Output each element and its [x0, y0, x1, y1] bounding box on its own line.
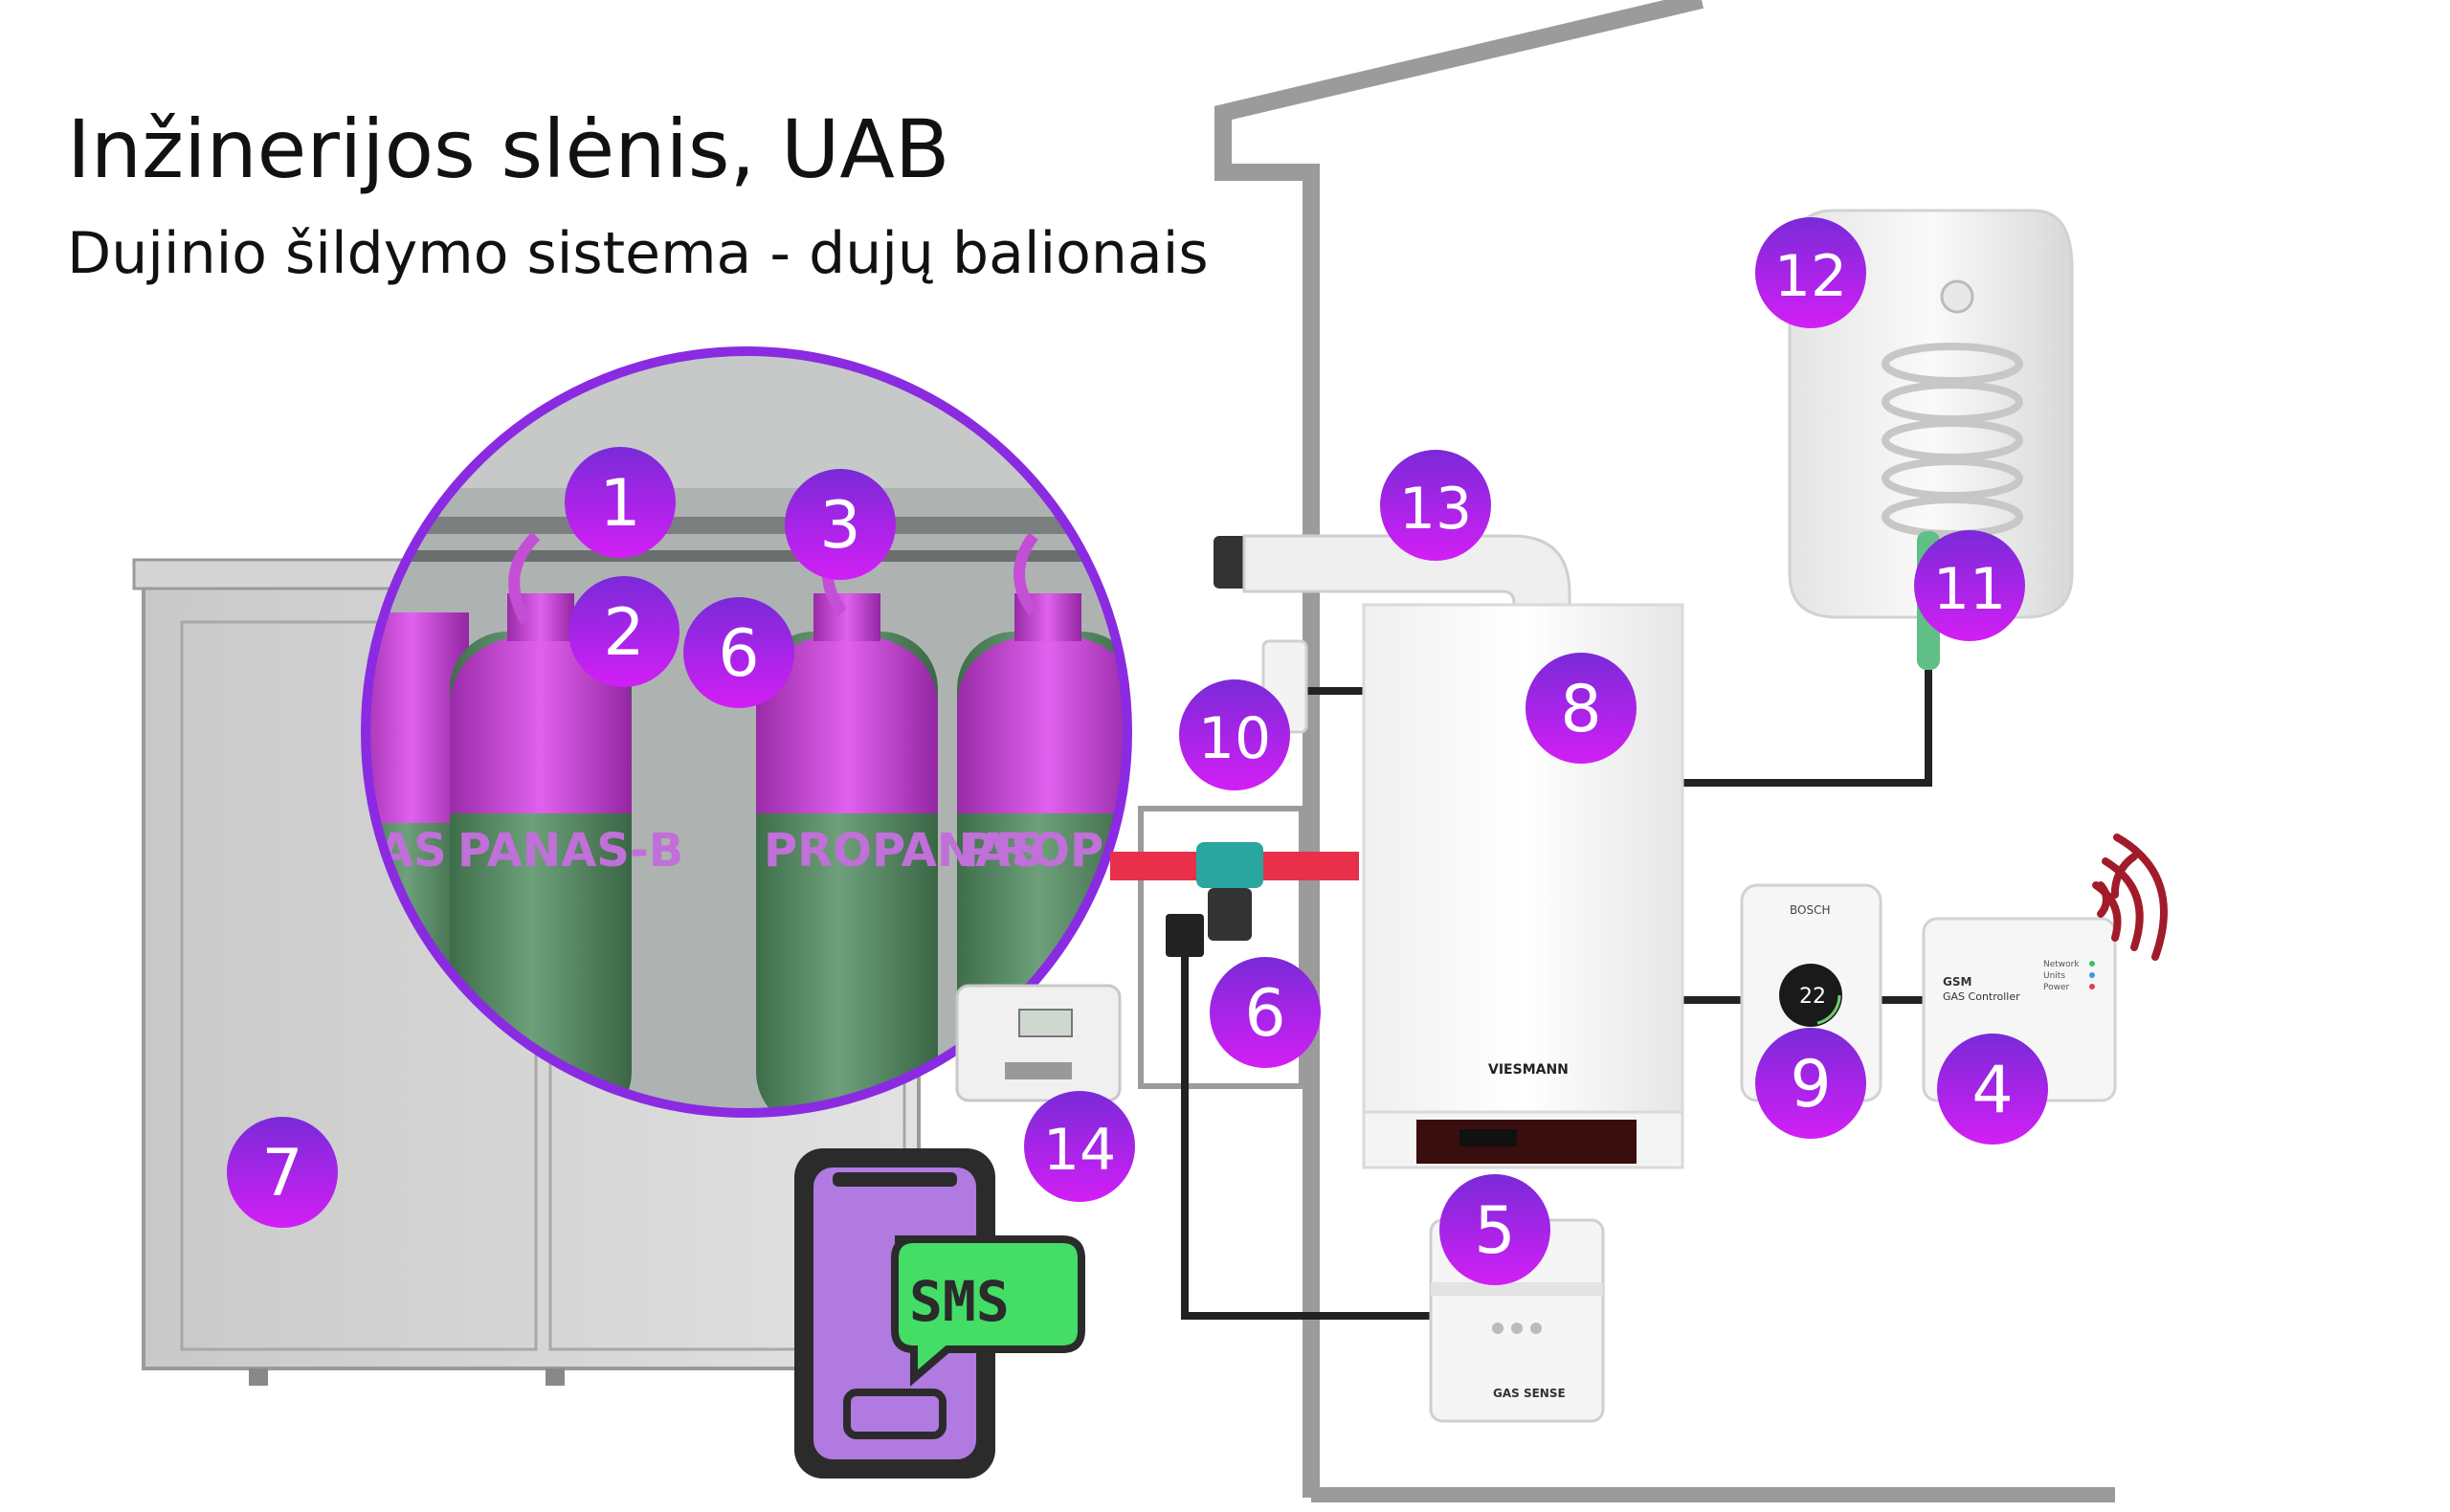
badge-circle	[1526, 653, 1637, 764]
badge-number: 4	[1971, 1053, 2013, 1128]
phone-sms-icon: SMS	[794, 1148, 1085, 1479]
number-badge-4: 4	[1937, 1034, 2048, 1145]
badge-circle	[565, 447, 676, 558]
badge-number: 5	[1474, 1193, 1515, 1269]
gsm-title: GSM	[1943, 975, 1971, 989]
badge-circle	[1380, 450, 1491, 561]
gas-sense-label: GAS SENSE	[1493, 1387, 1566, 1400]
badge-circle	[568, 576, 679, 687]
gsm-subtitle: GAS Controller	[1943, 990, 2020, 1003]
badge-circle	[1755, 217, 1866, 328]
page-title: Inžinerijos slėnis, UAB	[67, 102, 950, 196]
page-subtitle: Dujinio šildymo sistema - dujų balionais	[67, 220, 1209, 287]
gsm-led-label: Power	[2043, 983, 2070, 992]
badge-number: 13	[1399, 476, 1472, 543]
badge-circle	[1210, 957, 1321, 1068]
gsm-led-label: Units	[2043, 971, 2065, 981]
badge-number: 1	[599, 466, 640, 542]
solenoid-valve-icon	[1166, 842, 1263, 957]
badge-number: 9	[1790, 1047, 1831, 1123]
number-badge-12: 12	[1755, 217, 1866, 328]
badge-number: 6	[718, 616, 759, 692]
wireless-signal-icon	[2092, 834, 2168, 961]
thermostat-temp: 22	[1799, 985, 1826, 1009]
number-badge-13: 13	[1380, 450, 1491, 561]
badge-number: 3	[819, 488, 860, 564]
number-badge-11: 11	[1914, 530, 2025, 641]
boiler-brand: VIESMANN	[1488, 1062, 1569, 1078]
badge-circle	[1179, 679, 1290, 790]
badge-circle	[1439, 1174, 1550, 1285]
number-badge-3: 3	[785, 469, 896, 580]
badge-circle	[227, 1117, 338, 1228]
badge-number: 12	[1774, 243, 1847, 310]
cylinder-label: PANAS-B	[457, 824, 683, 878]
badge-number: 2	[603, 595, 644, 671]
number-badge-8: 8	[1526, 653, 1637, 764]
number-badge-2: 2	[568, 576, 679, 687]
water-heater-tank	[1788, 209, 2074, 670]
number-badge-10: 10	[1179, 679, 1290, 790]
badge-circle	[785, 469, 896, 580]
control-wires	[1181, 670, 1932, 1320]
badge-number: 6	[1244, 976, 1285, 1052]
badge-circle	[1024, 1091, 1135, 1202]
thermostat-brand: BOSCH	[1790, 903, 1831, 917]
badge-circle	[1937, 1034, 2048, 1145]
badge-number: 14	[1043, 1117, 1116, 1184]
badge-number: 8	[1560, 672, 1601, 747]
gas-meter	[955, 984, 1122, 1102]
number-badge-14: 14	[1024, 1091, 1135, 1202]
number-badge-5: 5	[1439, 1174, 1550, 1285]
number-badge-6b: 6	[1210, 957, 1321, 1068]
gas-boiler: VIESMANN	[1362, 603, 1684, 1169]
number-badge-6a: 6	[683, 597, 794, 708]
gsm-led-label: Network	[2043, 960, 2080, 969]
number-badge-1: 1	[565, 447, 676, 558]
valve-frame	[1138, 806, 1304, 1089]
number-badge-9: 9	[1755, 1028, 1866, 1139]
badge-number: 10	[1198, 705, 1271, 772]
badge-number: 7	[261, 1136, 302, 1212]
badge-circle	[1914, 530, 2025, 641]
badge-circle	[1755, 1028, 1866, 1139]
cylinder-label: PROPANAS	[764, 824, 1044, 878]
house-wall-outline	[1214, 0, 1704, 1498]
badge-circle	[683, 597, 794, 708]
badge-number: 11	[1933, 556, 2006, 623]
number-badge-7: 7	[227, 1117, 338, 1228]
sms-label: SMS	[909, 1269, 1010, 1334]
